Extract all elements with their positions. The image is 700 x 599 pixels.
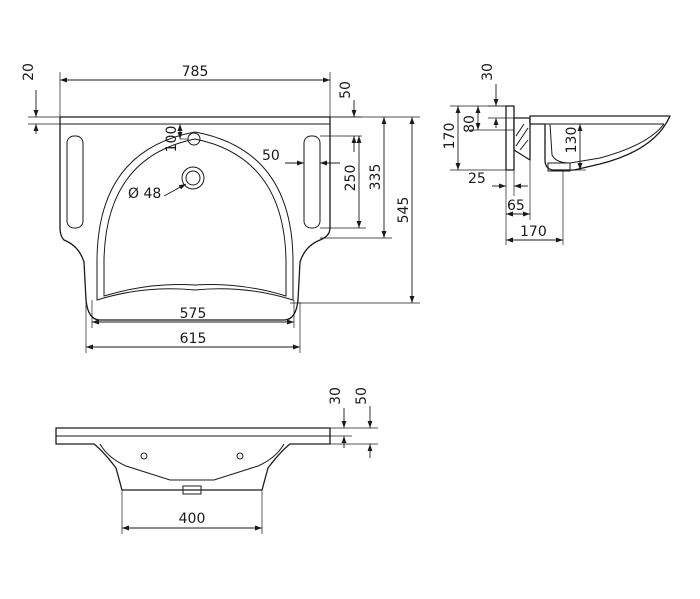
dim-tap-hole: 100 [164,126,180,153]
drain-outer [181,166,205,190]
handle-slot-left [66,135,84,229]
dim-overall-depth: 545 [396,197,412,224]
dim-back-edge: 20 [21,63,37,81]
dim-bracket-depth: 65 [507,198,525,214]
basin-side-inner [549,123,665,164]
handle-slot-right [303,135,321,229]
front-hole-right [236,452,244,460]
basin-front-outline [55,427,331,491]
dim-overall-width: 785 [182,64,209,80]
dim-front-total: 50 [354,387,370,405]
top-view: 785 20 100 Ø 48 50 50 250 335 [21,63,420,353]
dim-wall-offset: 25 [468,171,486,187]
dim-bracket-total: 170 [442,123,458,150]
dim-handle-depth: 335 [368,164,384,191]
side-drain [547,162,571,172]
front-drain [182,485,202,495]
dim-handle-length: 250 [343,165,359,192]
wall-plate [505,105,515,171]
dim-drain-diameter: Ø 48 [128,186,161,202]
side-view: 30 80 170 130 25 65 170 [442,63,671,245]
front-hole-left [140,452,148,460]
dim-drain-position: 170 [520,224,547,240]
dim-base-width: 400 [179,511,206,527]
dim-bracket-height: 80 [462,115,478,133]
dim-side-rim: 30 [480,63,496,81]
dim-front-rim: 30 [328,387,344,405]
front-view: 30 50 400 [55,387,378,534]
support-bracket [513,117,531,161]
drain-inner [185,170,201,186]
dim-front-outer: 615 [180,331,207,347]
dim-handle-width: 50 [262,148,280,164]
dim-handle-top: 50 [338,81,354,99]
dim-front-inner: 575 [180,306,207,322]
basin-bowl-inner [103,138,287,297]
basin-bowl-outer [96,131,294,301]
dim-bowl-depth: 130 [564,127,580,154]
front-bowl-line [99,443,285,481]
